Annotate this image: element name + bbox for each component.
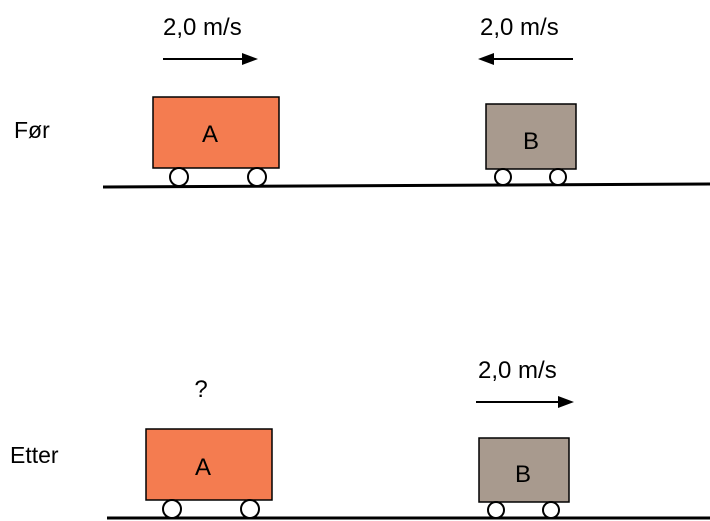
after-row-label: Etter xyxy=(10,442,59,468)
right-arrow-icon xyxy=(163,53,258,65)
before-row: Før A B 2,0 m/s 2,0 m/s xyxy=(14,14,710,189)
after-cart-b: B xyxy=(478,437,570,519)
after-cart-a: A xyxy=(145,428,273,519)
before-cart-b-velocity: 2,0 m/s xyxy=(480,14,559,41)
before-cart-a-wheel-left xyxy=(169,167,189,187)
after-cart-a-wheel-left xyxy=(162,499,182,519)
left-arrow-icon xyxy=(478,53,573,65)
after-cart-b-body xyxy=(478,437,570,503)
after-cart-b-wheel-right xyxy=(542,501,560,519)
before-cart-a-velocity: 2,0 m/s xyxy=(163,14,242,41)
before-ground-line xyxy=(102,182,710,189)
after-cart-b-velocity: 2,0 m/s xyxy=(478,357,557,384)
after-cart-b-label: B xyxy=(515,461,531,488)
before-cart-a: A xyxy=(152,96,280,187)
before-cart-b: B xyxy=(485,103,577,186)
right-arrow-icon xyxy=(476,396,574,408)
before-cart-a-wheel-right xyxy=(247,167,267,187)
before-cart-b-wheel-left xyxy=(494,168,512,186)
before-row-label: Før xyxy=(14,117,50,143)
before-cart-a-label: A xyxy=(202,121,218,148)
after-cart-a-velocity: ? xyxy=(194,376,207,403)
before-cart-a-body xyxy=(152,96,280,169)
after-cart-a-label: A xyxy=(195,454,211,481)
after-cart-a-body xyxy=(145,428,273,501)
before-cart-b-wheel-right xyxy=(549,168,567,186)
before-cart-b-body xyxy=(485,103,577,170)
after-cart-b-wheel-left xyxy=(487,501,505,519)
before-cart-b-label: B xyxy=(523,128,539,155)
after-row: Etter A B ? 2,0 m/s xyxy=(10,357,710,520)
after-cart-a-wheel-right xyxy=(240,499,260,519)
